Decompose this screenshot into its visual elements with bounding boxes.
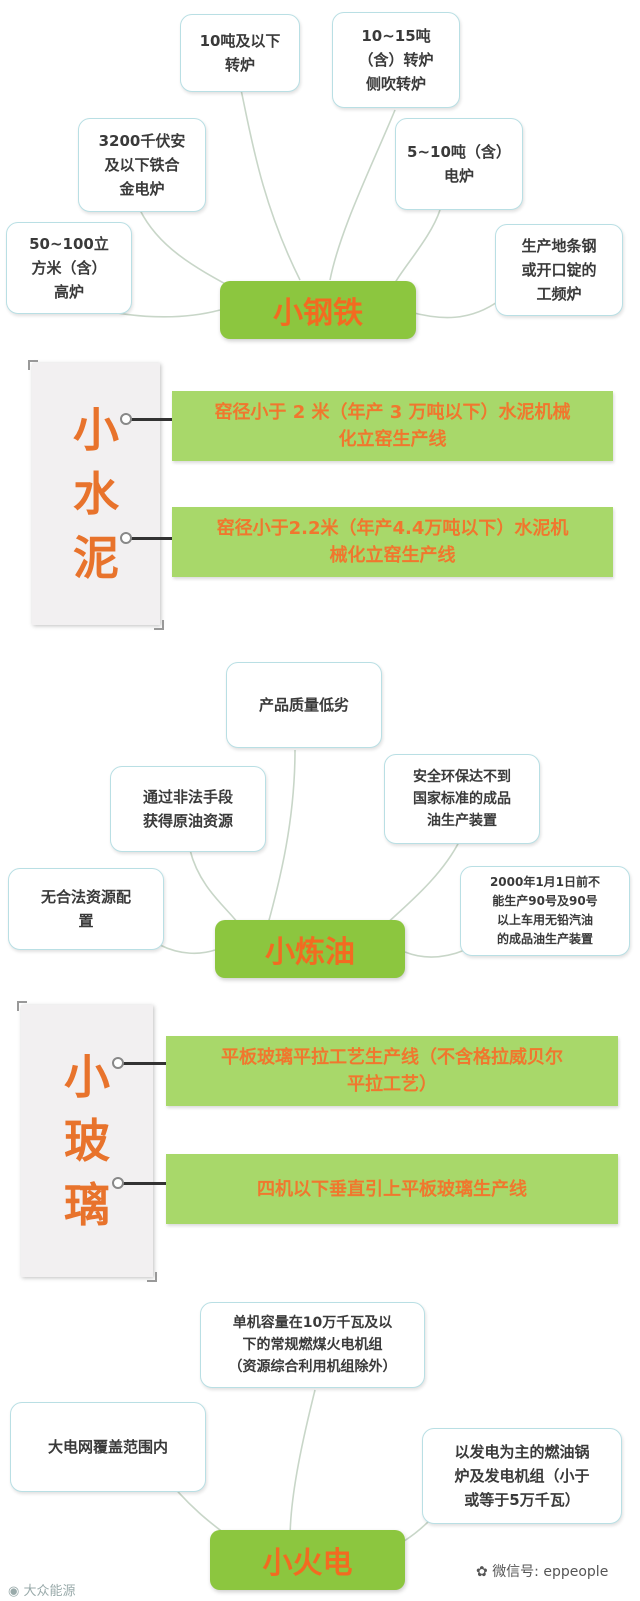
- cement-side-char: 小: [73, 403, 119, 457]
- cement-side-char: 水: [73, 467, 119, 521]
- power-node-grid-coverage: 大电网覆盖范围内: [10, 1402, 206, 1492]
- steel-node-frequency-furnace: 生产地条钢 或开口锭的 工频炉: [495, 224, 623, 316]
- cement-side-panel: 小 水 泥: [32, 363, 160, 625]
- oil-hub: 小炼油: [215, 920, 405, 978]
- glass-connector-1: [118, 1062, 170, 1065]
- weibo-icon: ◉: [8, 1584, 20, 1599]
- glass-item-2: 四机以下垂直引上平板玻璃生产线: [166, 1154, 618, 1224]
- wechat-icon: ✿: [476, 1564, 488, 1580]
- steel-node-converter-10-15t: 10~15吨 （含）转炉 侧吹转炉: [332, 12, 460, 108]
- glass-side-panel: 小 玻 璃: [21, 1005, 153, 1277]
- glass-pin-2: [112, 1177, 124, 1189]
- glass-connector-2: [118, 1182, 170, 1185]
- oil-node-substandard-plant: 安全环保达不到 国家标准的成品 油生产装置: [384, 754, 540, 844]
- steel-node-electric-furnace: 5~10吨（含） 电炉: [395, 118, 523, 210]
- oil-node-no-legal-resource: 无合法资源配 置: [8, 868, 164, 950]
- steel-node-converter-10t: 10吨及以下 转炉: [180, 14, 300, 92]
- cement-item-1: 窑径小于 2 米（年产 3 万吨以下）水泥机械 化立窑生产线: [172, 391, 613, 461]
- cement-pin-1: [120, 413, 132, 425]
- cement-pin-2: [120, 532, 132, 544]
- cement-connector-2: [126, 537, 176, 540]
- corner-mark: [17, 1001, 27, 1011]
- glass-side-char: 玻: [64, 1114, 110, 1168]
- cement-connector-1: [126, 418, 176, 421]
- corner-mark: [147, 1272, 157, 1282]
- oil-node-unleaded-gasoline: 2000年1月1日前不 能生产90号及90号 以上车用无铅汽油 的成品油生产装置: [460, 866, 630, 956]
- watermark-right: ✿ 微信号: eppeople: [476, 1564, 609, 1580]
- oil-node-illegal-crude: 通过非法手段 获得原油资源: [110, 766, 266, 852]
- glass-item-1: 平板玻璃平拉工艺生产线（不含格拉威贝尔 平拉工艺）: [166, 1036, 618, 1106]
- watermark-left: ◉ 大众能源: [8, 1584, 76, 1599]
- power-node-coal-units: 单机容量在10万千瓦及以 下的常规燃煤火电机组 （资源综合利用机组除外）: [200, 1302, 425, 1388]
- steel-node-blast-furnace: 50~100立 方米（含） 高炉: [6, 222, 132, 314]
- oil-node-poor-quality: 产品质量低劣: [226, 662, 382, 748]
- corner-mark: [154, 620, 164, 630]
- glass-side-char: 璃: [64, 1178, 110, 1232]
- power-node-oil-boiler: 以发电为主的燃油锅 炉及发电机组（小于 或等于5万千瓦）: [422, 1428, 622, 1524]
- glass-pin-1: [112, 1057, 124, 1069]
- cement-item-2: 窑径小于2.2米（年产4.4万吨以下）水泥机 械化立窑生产线: [172, 507, 613, 577]
- cement-side-char: 泥: [73, 531, 119, 585]
- steel-hub: 小钢铁: [220, 281, 416, 339]
- steel-node-ferroalloy-furnace: 3200千伏安 及以下铁合 金电炉: [78, 118, 206, 212]
- power-hub: 小火电: [210, 1530, 405, 1590]
- glass-side-char: 小: [64, 1050, 110, 1104]
- corner-mark: [28, 360, 38, 370]
